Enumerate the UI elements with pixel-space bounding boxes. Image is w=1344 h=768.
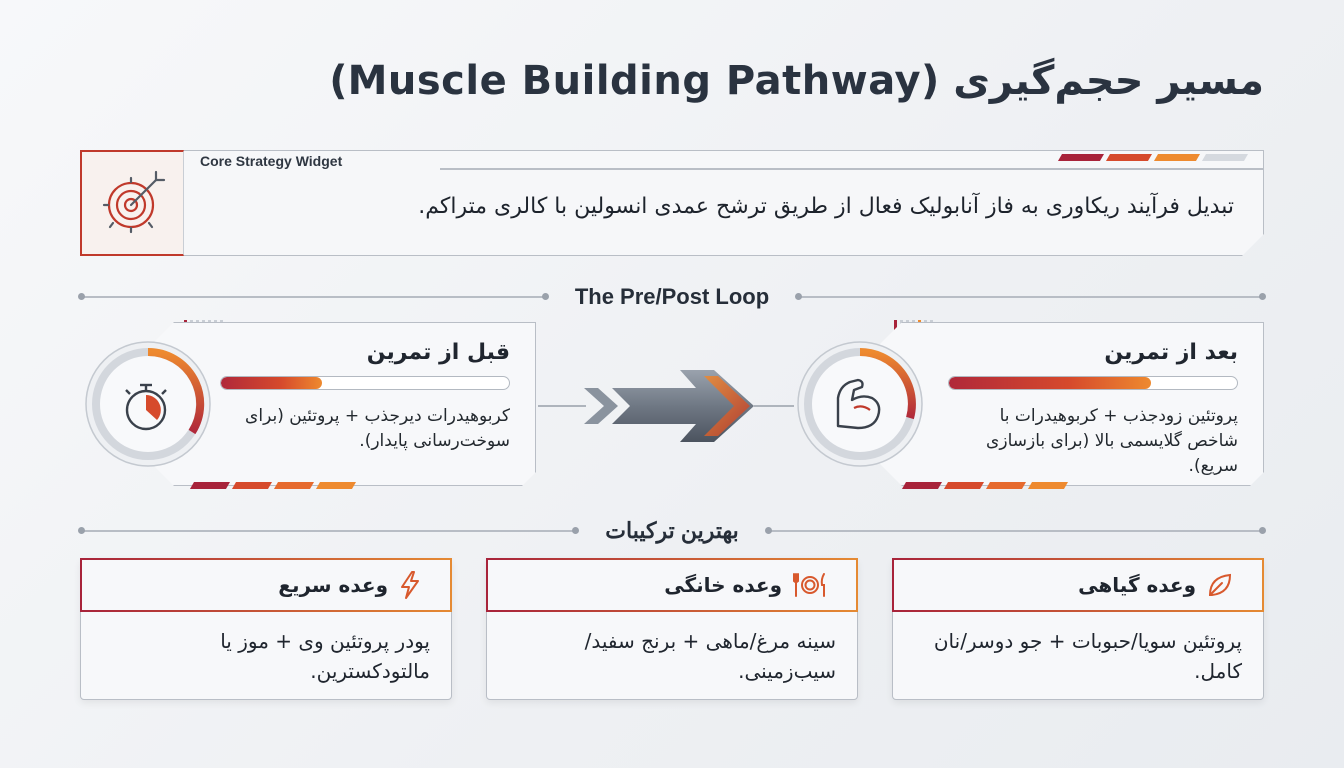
loop-section-label: The Pre/Post Loop: [574, 284, 770, 309]
pre-progress-fill: [221, 377, 322, 389]
post-card-panel: [878, 322, 1264, 486]
combo-card-header: وعده خانگی: [486, 558, 858, 612]
pre-card-stripes: [189, 482, 357, 489]
combo-title: وعده خانگی: [664, 573, 782, 597]
core-strategy-widget: Core Strategy Widget تبدیل فرآیند ریکاور…: [80, 150, 1264, 256]
section-divider-left: [78, 294, 549, 300]
post-card-gauge: [797, 341, 923, 467]
loop-arrow-icon: [584, 370, 754, 442]
flexed-arm-icon: [836, 378, 881, 430]
core-strategy-label: Core Strategy Widget: [200, 153, 343, 169]
pre-workout-card: قبل از تمرین کربوهیدرات دیرجذب + پروتئین…: [80, 320, 536, 489]
combo-body: پودر پروتئین وی + موز یا مالتودکسترین.: [220, 629, 430, 683]
core-icon-box: [80, 150, 184, 256]
combo-card-header: وعده سریع: [80, 558, 452, 612]
combo-body: سینه مرغ/ماهی + برنج سفید/سیب‌زمینی.: [584, 629, 836, 683]
loop-section-header: The Pre/Post Loop: [78, 282, 1266, 312]
target-arrow-icon: [102, 170, 165, 234]
page-title: مسیر حجم‌گیری (Muscle Building Pathway): [329, 58, 1264, 104]
post-card-stripes: [901, 482, 1069, 489]
post-progress-bar: [948, 376, 1238, 390]
fork-plate-knife-icon: [792, 571, 828, 599]
pre-card-panel: [150, 322, 536, 486]
post-workout-card: بعد از تمرین پروتئین زودجذب + کربوهیدرات…: [797, 320, 1264, 489]
combo-card-plant: وعده گیاهی پروتئین سویا/حبوبات + جو دوسر…: [892, 558, 1264, 700]
lightning-icon: [398, 570, 422, 600]
combo-card-header: وعده گیاهی: [892, 558, 1264, 612]
pre-card-gauge: [85, 341, 211, 467]
core-tab-divider: [440, 168, 1264, 170]
leaf-icon: [1206, 571, 1234, 599]
connector-line-left: [538, 405, 586, 407]
section-divider-left: [77, 528, 580, 534]
post-card-title: بعد از تمرین: [1104, 340, 1238, 365]
section-divider-right: [795, 294, 1266, 300]
section-divider-right: [764, 528, 1267, 534]
pre-card-description: کربوهیدرات دیرجذب + پروتئین (برای سوخت‌ر…: [245, 406, 510, 451]
post-card-description: پروتئین زودجذب + کربوهیدرات با شاخص گلای…: [986, 406, 1238, 476]
combo-card-quick: وعده سریع پودر پروتئین وی + موز یا مالتو…: [80, 558, 452, 700]
core-decor-stripes: [1057, 154, 1249, 161]
core-strategy-text: تبدیل فرآیند ریکاوری به فاز آنابولیک فعا…: [418, 194, 1234, 219]
connector-line-right: [754, 405, 794, 407]
pre-progress-bar: [220, 376, 510, 390]
combo-card-home: وعده خانگی سینه مرغ/ماهی + برنج سفید/سیب…: [486, 558, 858, 700]
stopwatch-icon: [125, 383, 167, 431]
combo-title: وعده گیاهی: [1078, 573, 1196, 597]
combo-title: وعده سریع: [278, 573, 388, 597]
post-progress-fill: [949, 377, 1151, 389]
pre-card-title: قبل از تمرین: [366, 340, 510, 365]
combo-body: پروتئین سویا/حبوبات + جو دوسر/نان کامل.: [933, 629, 1242, 683]
combos-section-header: بهترین ترکیبات: [77, 516, 1267, 546]
core-strategy-frame: [80, 150, 1264, 256]
combos-section-label: بهترین ترکیبات: [605, 518, 739, 543]
